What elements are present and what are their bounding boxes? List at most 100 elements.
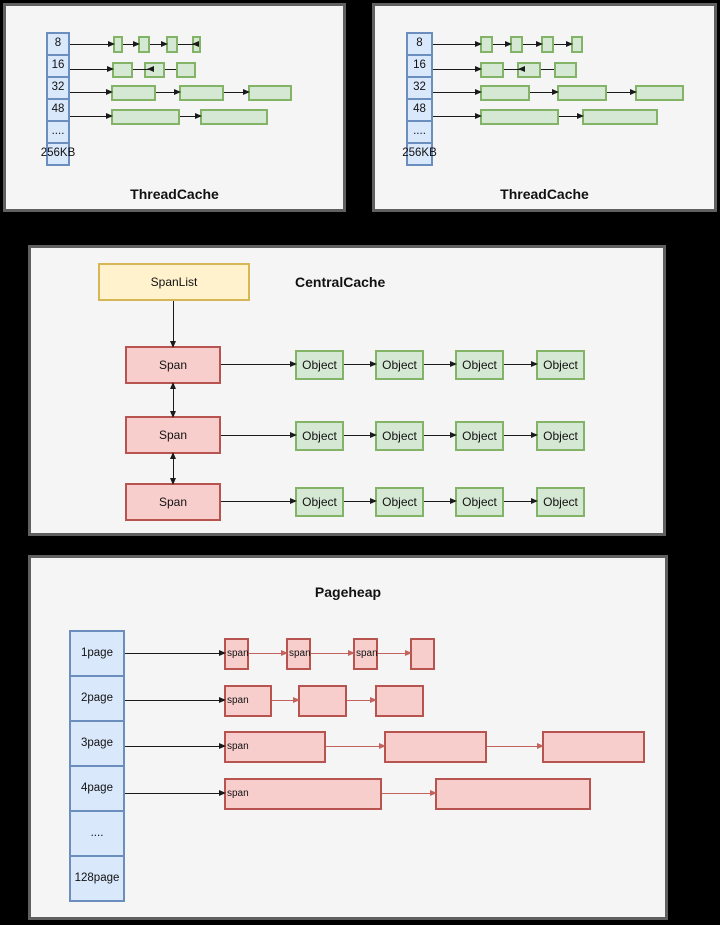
threadcache-panel-1: 8 16 32 48 .... 256KB ThreadCache <box>3 3 346 212</box>
arrow-left <box>133 65 154 72</box>
free-block <box>554 62 577 78</box>
arrow-right-red <box>382 789 437 796</box>
size-class-cell: .... <box>46 120 70 144</box>
arrow-right <box>221 431 297 438</box>
arrow-right <box>493 40 512 47</box>
line <box>165 69 176 70</box>
size-class-cell: 256KB <box>41 142 75 166</box>
arrow-right <box>344 431 377 438</box>
arrow-right <box>125 742 226 749</box>
pageheap-panel: Pageheap 1page 2page 3page 4page .... 12… <box>28 555 668 920</box>
arrow-right <box>424 360 457 367</box>
arrow-right <box>433 88 482 95</box>
spanlist-node: SpanList <box>98 263 250 301</box>
panel-title: ThreadCache <box>500 186 589 202</box>
arrow-left <box>504 65 525 72</box>
arrow-right <box>530 88 559 95</box>
size-class-cell: 32 <box>46 76 70 100</box>
arrow-right <box>554 40 573 47</box>
arrow-right <box>433 40 482 47</box>
threadcache-panel-2: 8 16 32 48 .... 256KB ThreadCache <box>372 3 717 212</box>
free-block <box>200 109 268 125</box>
arrow-right <box>221 360 297 367</box>
object-node: Object <box>536 487 585 517</box>
arrow-right <box>559 112 584 119</box>
arrow-right <box>344 497 377 504</box>
arrow-right-red <box>311 649 355 656</box>
free-block <box>248 85 292 101</box>
object-node: Object <box>536 350 585 380</box>
span-block: span <box>224 685 272 717</box>
line <box>541 69 554 70</box>
centralcache-panel: CentralCache SpanList Span Span Span Obj… <box>28 245 666 536</box>
arrow-right <box>504 431 538 438</box>
size-class-cell: 32 <box>406 76 433 100</box>
span-node: Span <box>125 346 221 384</box>
page-size-cell: 3page <box>69 720 125 767</box>
size-class-cell: 48 <box>46 98 70 122</box>
arrow-right <box>125 789 226 796</box>
span-block: span <box>286 638 311 670</box>
arrow-right-red <box>326 742 386 749</box>
size-class-cell: 256KB <box>402 142 437 166</box>
arrow-right <box>504 497 538 504</box>
page-size-cell: 1page <box>69 630 125 677</box>
arrow-right <box>150 40 168 47</box>
panel-title: CentralCache <box>295 274 386 290</box>
arrow-down <box>169 301 176 348</box>
panel-title: Pageheap <box>314 584 382 600</box>
arrow-both-vertical <box>169 382 176 418</box>
page-size-cell: 2page <box>69 675 125 722</box>
arrow-right-red <box>347 696 377 703</box>
arrow-right <box>70 40 115 47</box>
object-node: Object <box>375 421 424 451</box>
free-block <box>111 109 180 125</box>
object-node: Object <box>375 487 424 517</box>
span-block: span <box>353 638 378 670</box>
span-block <box>384 731 487 763</box>
size-class-cell: 8 <box>46 32 70 56</box>
free-block <box>480 85 530 101</box>
arrow-right <box>433 65 482 72</box>
free-block <box>480 62 504 78</box>
span-block: span <box>224 638 249 670</box>
arrow-right <box>125 649 226 656</box>
arrow-right <box>607 88 637 95</box>
object-node: Object <box>455 421 504 451</box>
free-block <box>176 62 196 78</box>
object-node: Object <box>455 350 504 380</box>
span-block <box>410 638 435 670</box>
span-node: Span <box>125 483 221 521</box>
arrow-right-red <box>487 742 544 749</box>
arrow-right <box>424 431 457 438</box>
span-block <box>542 731 645 763</box>
page-size-cell: 128page <box>69 855 125 902</box>
size-class-cell: .... <box>406 120 433 144</box>
free-block <box>582 109 658 125</box>
span-block: span <box>224 778 382 810</box>
arrow-right <box>180 112 202 119</box>
free-block <box>112 62 133 78</box>
object-node: Object <box>295 487 344 517</box>
object-node: Object <box>536 421 585 451</box>
span-block: span <box>224 731 326 763</box>
page-size-cell: .... <box>69 810 125 857</box>
arrow-right <box>125 696 226 703</box>
size-class-cell: 8 <box>406 32 433 56</box>
arrow-right <box>224 88 250 95</box>
span-block <box>435 778 591 810</box>
arrow-right <box>221 497 297 504</box>
arrow-right <box>70 112 113 119</box>
arrow-right <box>70 88 113 95</box>
free-block <box>635 85 684 101</box>
free-block <box>557 85 607 101</box>
arrow-right <box>70 65 114 72</box>
arrow-right-red <box>249 649 288 656</box>
arrow-right <box>344 360 377 367</box>
size-class-cell: 16 <box>406 54 433 78</box>
span-block <box>375 685 424 717</box>
page-size-cell: 4page <box>69 765 125 812</box>
arrow-right-red <box>272 696 300 703</box>
object-node: Object <box>375 350 424 380</box>
